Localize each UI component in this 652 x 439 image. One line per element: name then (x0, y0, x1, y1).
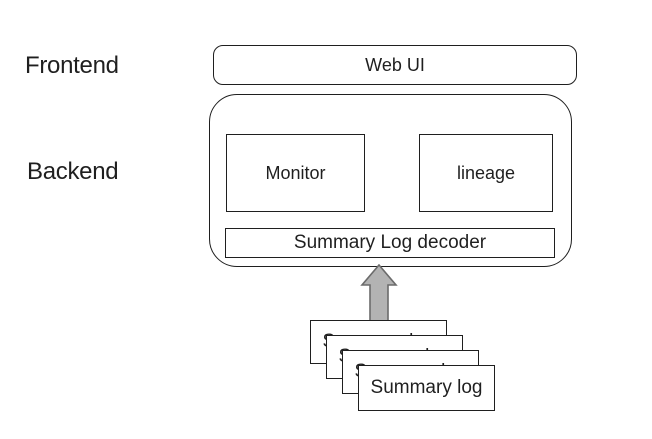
node-monitor-label: Monitor (265, 162, 326, 183)
summary-log-card-label: Summary log (370, 377, 483, 398)
node-summary-log-decoder: Summary Log decoder (225, 228, 555, 258)
node-web-ui-label: Web UI (365, 54, 425, 75)
summary-log-card-front: Summary log (358, 365, 495, 411)
node-lineage-label: lineage (456, 162, 516, 183)
node-lineage: lineage (419, 134, 553, 212)
node-summary-log-decoder-label: Summary Log decoder (293, 232, 487, 253)
frontend-row-label: Frontend (25, 52, 119, 79)
up-arrow-icon (360, 264, 398, 322)
backend-container: Monitor lineage Summary Log decoder (209, 94, 572, 267)
node-web-ui: Web UI (213, 45, 577, 85)
backend-row-label: Backend (27, 158, 119, 185)
node-monitor: Monitor (226, 134, 365, 212)
